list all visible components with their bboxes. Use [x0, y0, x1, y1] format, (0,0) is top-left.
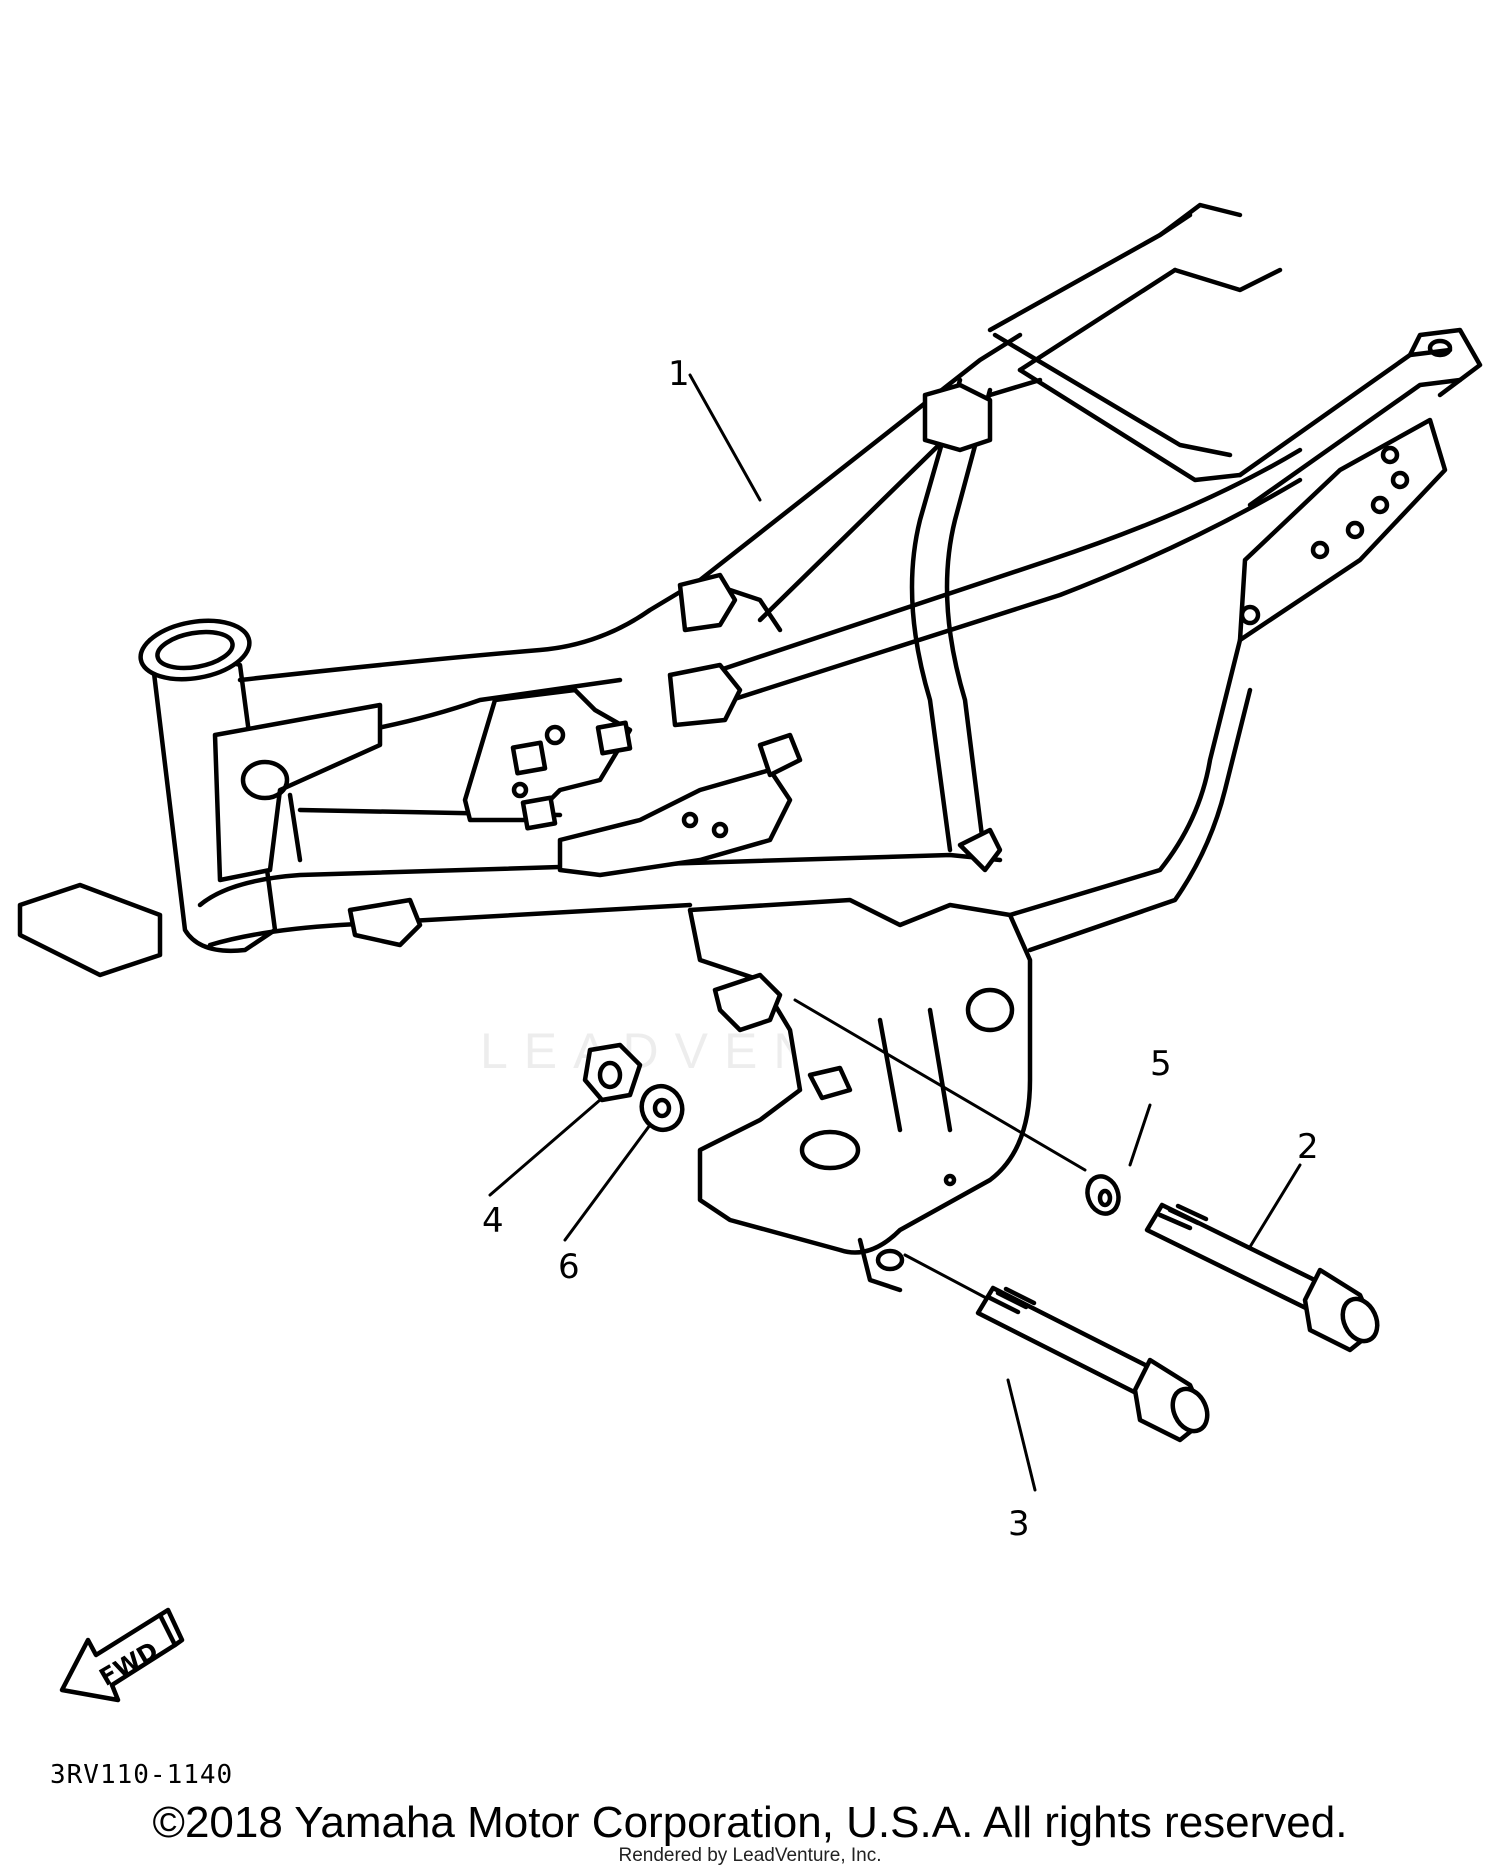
callout-6: 6	[558, 1247, 580, 1287]
washer-part-5	[1085, 1174, 1121, 1216]
fwd-arrow-icon: FWD	[59, 1607, 185, 1703]
callout-4: 4	[482, 1201, 504, 1241]
nut-part-4	[582, 1042, 643, 1103]
render-credit: Rendered by LeadVenture, Inc.	[618, 1845, 882, 1866]
leader-lines	[488, 373, 1302, 1492]
copyright-notice: ©2018 Yamaha Motor Corporation, U.S.A. A…	[152, 1798, 1348, 1847]
main-frame-part	[17, 202, 1483, 1293]
bolt-part-3	[975, 1285, 1210, 1443]
callout-3: 3	[1008, 1504, 1030, 1544]
washer-part-6	[639, 1083, 685, 1133]
callout-5: 5	[1150, 1044, 1172, 1084]
callout-2: 2	[1297, 1127, 1319, 1167]
part-code: 3RV110-1140	[50, 1760, 234, 1790]
callout-1: 1	[668, 354, 690, 394]
bolt-part-2	[1144, 1202, 1380, 1353]
